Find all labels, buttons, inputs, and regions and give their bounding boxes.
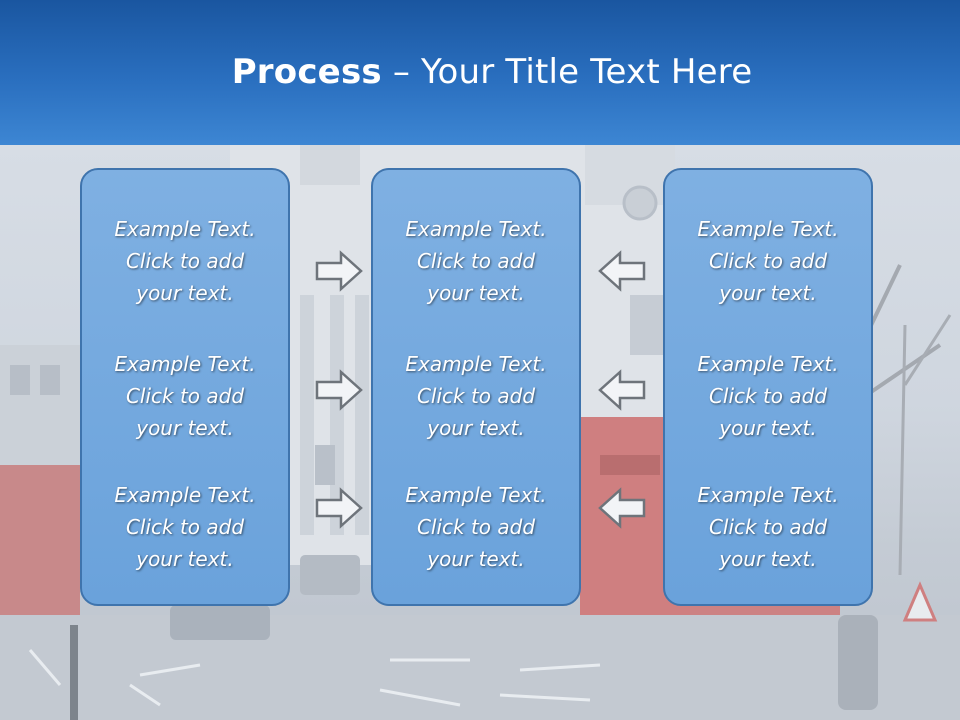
text-line: Example Text. — [114, 217, 256, 241]
panel-text-item[interactable]: Example Text. Click to add your text. — [373, 213, 579, 309]
panel-text-item[interactable]: Example Text. Click to add your text. — [373, 479, 579, 575]
process-panel-right[interactable]: Example Text. Click to add your text. Ex… — [663, 168, 873, 606]
arrow-right-icon[interactable] — [315, 250, 363, 292]
text-line: your text. — [136, 547, 234, 571]
panel-text-item[interactable]: Example Text. Click to add your text. — [82, 348, 288, 444]
text-line: your text. — [719, 416, 817, 440]
title-rest-text: – Your Title Text Here — [381, 52, 753, 92]
text-line: Example Text. — [697, 352, 839, 376]
text-line: Example Text. — [114, 352, 256, 376]
text-line: Example Text. — [405, 217, 547, 241]
panel-text-item[interactable]: Example Text. Click to add your text. — [82, 479, 288, 575]
text-line: your text. — [427, 416, 525, 440]
arrow-right-icon[interactable] — [315, 487, 363, 529]
text-line: your text. — [427, 547, 525, 571]
title-bold-text: Process — [231, 52, 382, 92]
slide-title[interactable]: Process – Your Title Text Here — [0, 52, 960, 92]
text-line: Click to add — [708, 249, 828, 273]
process-panel-middle[interactable]: Example Text. Click to add your text. Ex… — [371, 168, 581, 606]
process-panel-left[interactable]: Example Text. Click to add your text. Ex… — [80, 168, 290, 606]
text-line: Click to add — [416, 384, 536, 408]
text-line: Example Text. — [405, 483, 547, 507]
title-bar: Process – Your Title Text Here — [0, 0, 960, 145]
text-line: Click to add — [125, 515, 245, 539]
text-line: Example Text. — [405, 352, 547, 376]
panel-text-item[interactable]: Example Text. Click to add your text. — [82, 213, 288, 309]
panel-text-item[interactable]: Example Text. Click to add your text. — [665, 479, 871, 575]
panel-text-item[interactable]: Example Text. Click to add your text. — [665, 348, 871, 444]
text-line: your text. — [719, 547, 817, 571]
text-line: Example Text. — [114, 483, 256, 507]
arrow-left-icon[interactable] — [598, 487, 646, 529]
text-line: Click to add — [416, 515, 536, 539]
text-line: Example Text. — [697, 483, 839, 507]
text-line: Click to add — [416, 249, 536, 273]
text-line: your text. — [136, 416, 234, 440]
text-line: your text. — [136, 281, 234, 305]
text-line: your text. — [719, 281, 817, 305]
arrow-left-icon[interactable] — [598, 250, 646, 292]
text-line: Click to add — [125, 384, 245, 408]
text-line: Click to add — [708, 384, 828, 408]
arrow-right-icon[interactable] — [315, 369, 363, 411]
text-line: your text. — [427, 281, 525, 305]
panel-text-item[interactable]: Example Text. Click to add your text. — [665, 213, 871, 309]
text-line: Example Text. — [697, 217, 839, 241]
arrow-left-icon[interactable] — [598, 369, 646, 411]
panel-text-item[interactable]: Example Text. Click to add your text. — [373, 348, 579, 444]
text-line: Click to add — [708, 515, 828, 539]
text-line: Click to add — [125, 249, 245, 273]
